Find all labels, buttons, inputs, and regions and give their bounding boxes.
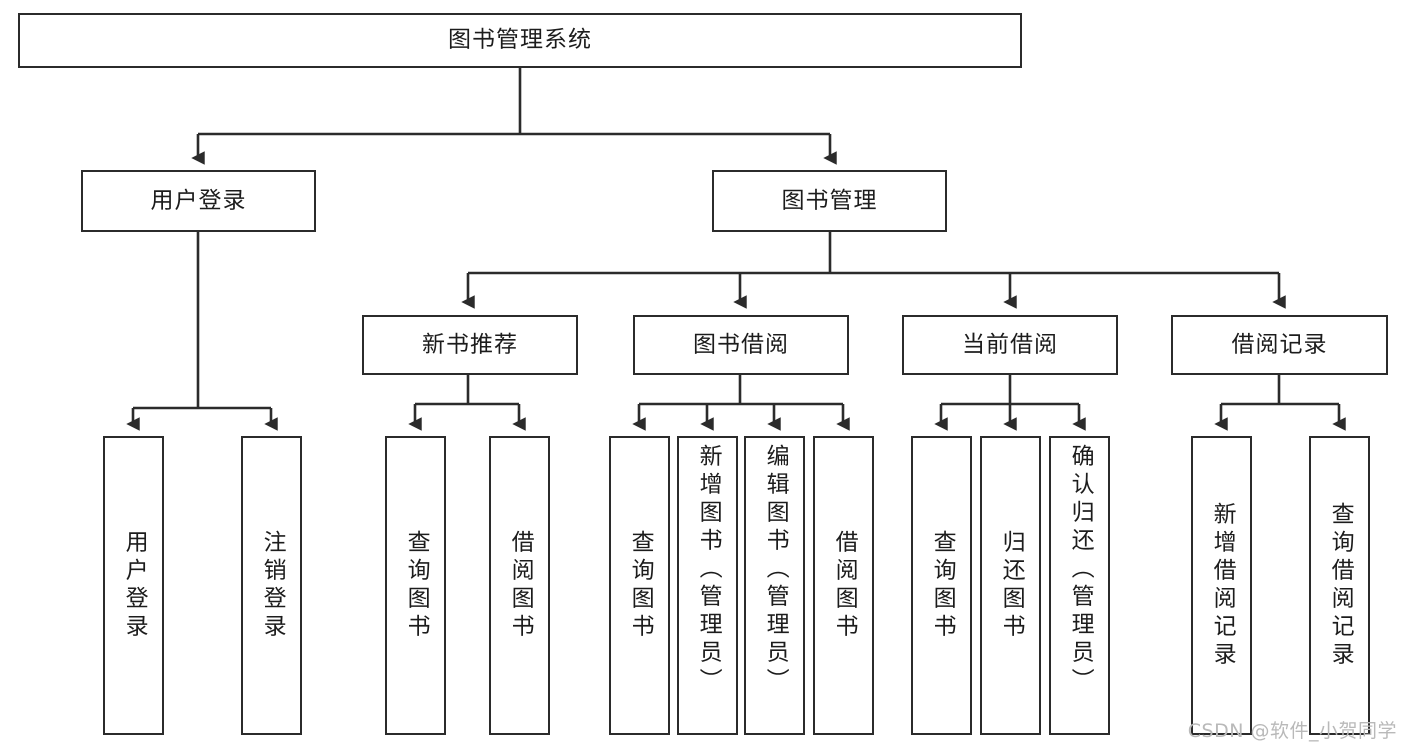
leaf-label: 新增图书（管理员） xyxy=(695,444,722,696)
leaf-logout[interactable]: 注销登录 xyxy=(241,436,302,735)
node-label: 新书推荐 xyxy=(422,331,518,358)
leaf-borrow-book[interactable]: 借阅图书 xyxy=(813,436,874,735)
leaf-label: 查询图书 xyxy=(627,529,654,642)
leaf-label: 查询图书 xyxy=(403,529,430,642)
node-label: 图书借阅 xyxy=(693,331,789,358)
leaf-label: 新增借阅记录 xyxy=(1209,501,1236,670)
node-borrow-records[interactable]: 借阅记录 xyxy=(1171,315,1388,375)
node-book-management[interactable]: 图书管理 xyxy=(712,170,947,232)
node-root-system[interactable]: 图书管理系统 xyxy=(18,13,1022,68)
leaf-label: 查询图书 xyxy=(929,529,956,642)
node-current-borrow[interactable]: 当前借阅 xyxy=(902,315,1118,375)
leaf-add-borrow-record[interactable]: 新增借阅记录 xyxy=(1191,436,1252,735)
leaf-borrow-book-recommend[interactable]: 借阅图书 xyxy=(489,436,550,735)
leaf-return-book[interactable]: 归还图书 xyxy=(980,436,1041,735)
leaf-label: 借阅图书 xyxy=(507,529,534,642)
leaf-edit-book-admin[interactable]: 编辑图书（管理员） xyxy=(744,436,805,735)
node-book-borrow[interactable]: 图书借阅 xyxy=(633,315,849,375)
leaf-user-login[interactable]: 用户登录 xyxy=(103,436,164,735)
leaf-confirm-return-admin[interactable]: 确认归还（管理员） xyxy=(1049,436,1110,735)
leaf-label: 查询借阅记录 xyxy=(1327,501,1354,670)
leaf-label: 用户登录 xyxy=(121,529,148,642)
leaf-label: 归还图书 xyxy=(998,529,1025,642)
node-new-book-recommend[interactable]: 新书推荐 xyxy=(362,315,578,375)
node-label: 图书管理 xyxy=(781,187,878,214)
leaf-query-book-borrow[interactable]: 查询图书 xyxy=(609,436,670,735)
leaf-add-book-admin[interactable]: 新增图书（管理员） xyxy=(677,436,738,735)
leaf-label: 借阅图书 xyxy=(831,529,858,642)
leaf-query-book-current[interactable]: 查询图书 xyxy=(911,436,972,735)
node-label: 图书管理系统 xyxy=(448,27,592,54)
watermark: CSDN @软件_小贺同学 xyxy=(1187,720,1397,742)
leaf-label: 注销登录 xyxy=(259,529,286,642)
leaf-query-borrow-record[interactable]: 查询借阅记录 xyxy=(1309,436,1370,735)
node-label: 用户登录 xyxy=(150,187,247,214)
node-label: 借阅记录 xyxy=(1231,331,1328,358)
node-label: 当前借阅 xyxy=(962,331,1058,358)
leaf-label: 编辑图书（管理员） xyxy=(762,444,789,696)
node-user-login[interactable]: 用户登录 xyxy=(81,170,316,232)
leaf-query-book-recommend[interactable]: 查询图书 xyxy=(385,436,446,735)
leaf-label: 确认归还（管理员） xyxy=(1067,444,1094,696)
